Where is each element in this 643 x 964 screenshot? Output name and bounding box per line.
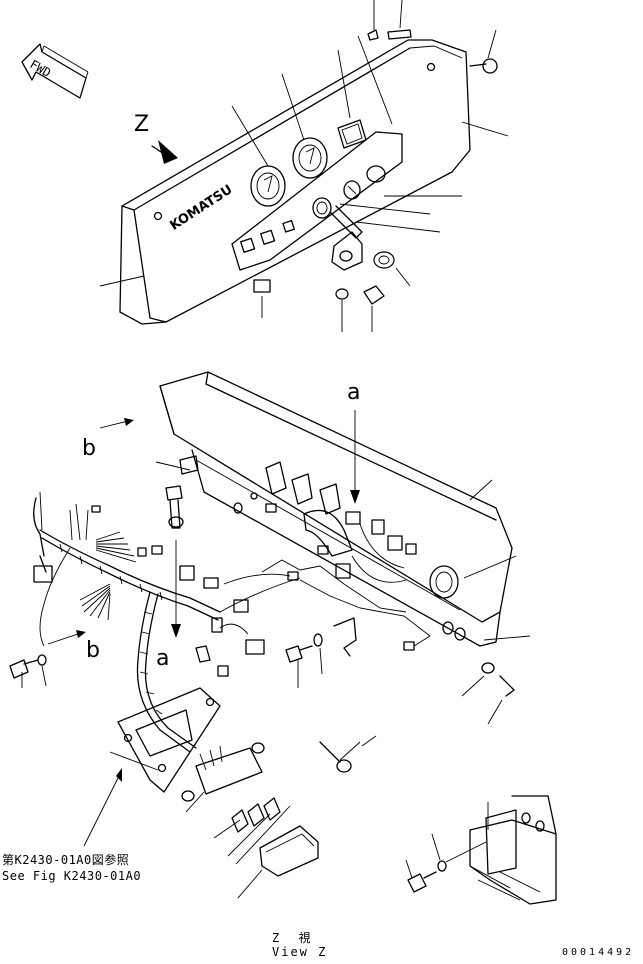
serial-number: 00014492 bbox=[562, 947, 635, 958]
relay-module bbox=[181, 742, 265, 802]
view-arrow-b-lower-label: b bbox=[86, 638, 100, 663]
view-arrow-b-label: b bbox=[82, 436, 96, 461]
view-caption-jp: Z 視 bbox=[272, 931, 317, 945]
wire-harness bbox=[33, 497, 431, 753]
reference-en: See Fig K2430-01A0 bbox=[2, 869, 142, 883]
dashboard-panel bbox=[99, 0, 509, 332]
bolts-and-washers bbox=[9, 485, 557, 905]
relay-bracket bbox=[117, 687, 221, 793]
reference-jp: 第K2430-01A0図参照 bbox=[2, 853, 130, 867]
panel-underside bbox=[159, 371, 513, 657]
z-marker: Z bbox=[134, 112, 150, 137]
terminals-and-cover bbox=[231, 797, 319, 877]
view-arrow-a-label: a bbox=[347, 380, 361, 405]
bottom-leader-lines bbox=[21, 410, 531, 899]
fwd-direction-arrow bbox=[21, 43, 89, 99]
view-caption-en: View Z bbox=[272, 945, 328, 959]
ground-terminal bbox=[319, 741, 361, 773]
z-view-arrow bbox=[151, 140, 178, 164]
view-arrow-a-lower-label: a bbox=[156, 646, 170, 671]
